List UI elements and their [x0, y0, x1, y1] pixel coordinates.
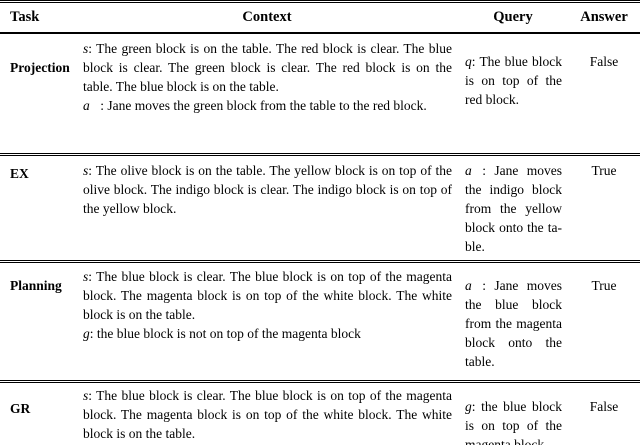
answer-cell: True: [568, 155, 640, 262]
answer-value: False: [589, 399, 619, 414]
query-segment: q: The blue block is on top of the red b…: [465, 54, 562, 107]
variable-symbol: a⃗: [465, 278, 483, 293]
context-text: The green block is on the table. The red…: [83, 41, 452, 94]
answer-value: False: [589, 54, 619, 69]
variable-symbol: s: [83, 163, 89, 178]
table-row: Projection s: The green block is on the t…: [0, 33, 640, 155]
context-cell: s: The olive block is on the table. The …: [76, 155, 458, 262]
query-segment: a⃗: Jane moves the indigo block from the…: [465, 163, 562, 254]
header-answer: Answer: [580, 9, 628, 25]
variable-symbol: g: [83, 326, 90, 341]
variable-symbol: g: [465, 399, 472, 414]
task-cell: GR: [0, 382, 76, 445]
query-text: The blue block is on top of the red bloc…: [465, 54, 562, 107]
variable-symbol: s: [83, 41, 89, 56]
context-text: The olive block is on the table. The yel…: [83, 163, 452, 216]
task-label: Projection: [10, 60, 70, 75]
header-query: Query: [493, 9, 533, 25]
task-cell: Projection: [0, 33, 76, 155]
query-segment: g: the blue block is on top of the magen…: [465, 397, 562, 445]
query-text: the blue block is on top of the magenta …: [465, 399, 562, 445]
variable-symbol: a⃗: [465, 163, 483, 178]
query-cell: q: The blue block is on top of the red b…: [458, 33, 568, 155]
query-cell: g: the blue block is on top of the magen…: [458, 382, 568, 445]
variable-symbol: a⃗: [83, 98, 101, 113]
context-segment: s: The blue block is clear. The blue blo…: [83, 388, 453, 441]
task-label: EX: [10, 166, 29, 181]
context-segment: a⃗: Jane moves the green block from the …: [83, 98, 427, 113]
table-row: Planning s: The blue block is clear. The …: [0, 261, 640, 382]
context-cell: s: The green block is on the table. The …: [76, 33, 458, 155]
table-row: EX s: The olive block is on the table. Th…: [0, 154, 640, 262]
task-cell: Planning: [0, 262, 76, 382]
header-context: Context: [242, 9, 292, 25]
answer-cell: False: [568, 33, 640, 155]
context-segment: g: the blue block is not on top of the m…: [83, 326, 361, 341]
context-text: the blue block is not on top of the mage…: [96, 326, 361, 341]
answer-cell: False: [568, 382, 640, 445]
variable-symbol: s: [83, 269, 89, 284]
context-segment: s: The green block is on the table. The …: [83, 41, 452, 94]
context-segment: s: The blue block is clear. The blue blo…: [83, 269, 453, 322]
header-row: Task Context Query Answer: [0, 2, 640, 33]
context-segment: s: The olive block is on the table. The …: [83, 163, 452, 216]
context-text: Jane moves the green block from the tabl…: [107, 98, 427, 113]
query-text: Jane moves the blue block from the ma­ge…: [465, 278, 562, 369]
context-text: The blue block is clear. The blue block …: [83, 388, 453, 441]
answer-cell: True: [568, 262, 640, 382]
answer-value: True: [591, 278, 617, 293]
table-row: GR s: The blue block is clear. The blue b…: [0, 381, 640, 445]
query-segment: a⃗: Jane moves the blue block from the m…: [465, 278, 562, 369]
task-cell: EX: [0, 155, 76, 262]
context-text: The blue block is clear. The blue block …: [83, 269, 453, 322]
task-label: Planning: [10, 278, 62, 293]
variable-symbol: s: [83, 388, 89, 403]
header-task: Task: [10, 9, 40, 25]
context-cell: s: The blue block is clear. The blue blo…: [76, 382, 458, 445]
answer-value: True: [591, 163, 617, 178]
query-cell: a⃗: Jane moves the blue block from the m…: [458, 262, 568, 382]
query-text: Jane moves the indigo block from the yel…: [465, 163, 562, 254]
context-cell: s: The blue block is clear. The blue blo…: [76, 262, 458, 382]
task-label: GR: [10, 401, 31, 416]
table-body: Projection s: The green block is on the t…: [0, 33, 640, 445]
variable-symbol: q: [465, 54, 472, 69]
query-cell: a⃗: Jane moves the indigo block from the…: [458, 155, 568, 262]
table-header: Task Context Query Answer: [0, 2, 640, 33]
